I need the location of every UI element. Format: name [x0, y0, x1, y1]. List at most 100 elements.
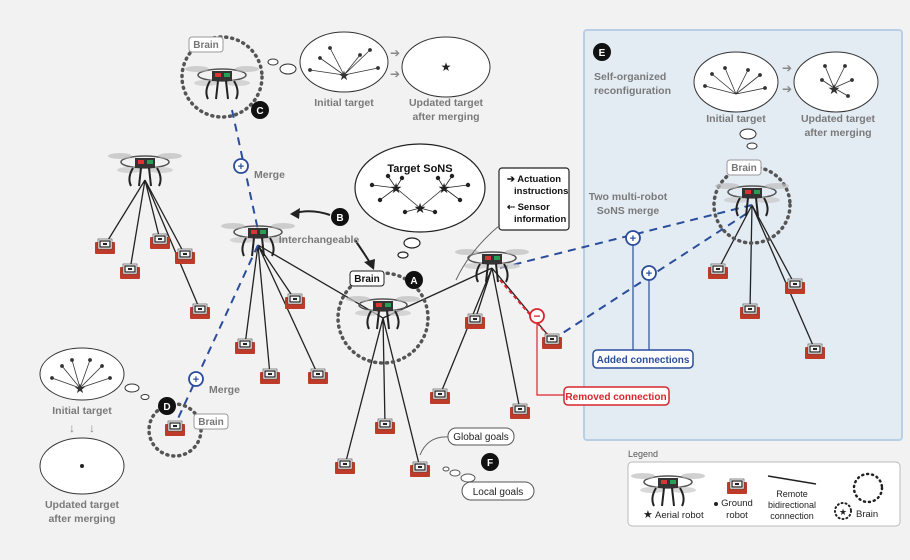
- legend-brain-small-circle-icon: [834, 502, 852, 520]
- svg-text:F: F: [487, 458, 493, 469]
- brain-label-c: Brain: [188, 36, 224, 53]
- svg-text:★: ★: [415, 203, 425, 215]
- merge-label-bottom: Merge: [209, 384, 240, 396]
- marker-e: E: [593, 43, 611, 61]
- self-organized-panel: [583, 29, 903, 441]
- svg-text:C: C: [256, 106, 263, 117]
- thought-bubble-e: [693, 51, 879, 150]
- two-multi-robot-label-2: SoNS merge: [597, 205, 660, 217]
- svg-text:+: +: [646, 268, 652, 280]
- arrow-d-1: ↓: [69, 421, 75, 435]
- svg-text:D: D: [163, 402, 170, 413]
- actuation-callout: [455, 224, 501, 281]
- legend-remote-label-2: bidirectional: [768, 500, 816, 510]
- removed-connection-box: Removed connection: [563, 386, 670, 406]
- merge-plus-top: +: [233, 158, 249, 174]
- added-connections-box: Added connections: [592, 349, 694, 369]
- initial-target-label-c: Initial target: [314, 97, 374, 109]
- legend-ground-robot-icon: [726, 478, 748, 495]
- actuation-sensor-box: ➔ Actuation instructions ⇠ Sensor inform…: [498, 167, 570, 231]
- svg-text:Added connections: Added connections: [597, 355, 690, 366]
- self-organized-label-2: reconfiguration: [594, 85, 671, 97]
- legend-remote-label-1: Remote: [776, 489, 808, 499]
- local-goals-box: Local goals: [461, 481, 535, 501]
- removed-connection-line: [499, 279, 553, 341]
- marker-a: A: [405, 271, 423, 289]
- legend-brain-circle-icon: [852, 472, 884, 504]
- svg-text:★: ★: [340, 71, 349, 82]
- interchangeable-arrowhead-1: [290, 208, 300, 219]
- svg-text:Brain: Brain: [198, 417, 224, 428]
- legend-brain-label: Brain: [856, 509, 878, 520]
- svg-text:Global goals: Global goals: [453, 432, 509, 443]
- arrow-d-2: ↓: [89, 421, 95, 435]
- global-goals-connector: [419, 436, 451, 456]
- two-multi-robot-label-1: Two multi-robot: [589, 191, 668, 203]
- merge-plus-bottom: +: [188, 371, 204, 387]
- svg-text:★: ★: [76, 384, 85, 395]
- svg-text:E: E: [599, 48, 606, 59]
- svg-text:−: −: [533, 309, 540, 323]
- marker-b: B: [331, 208, 349, 226]
- legend-aerial-star-icon: ★: [643, 509, 653, 521]
- svg-text:⇠ Sensor: ⇠ Sensor: [507, 202, 550, 213]
- svg-text:B: B: [336, 213, 343, 224]
- legend-remote-line: [767, 475, 817, 485]
- updated-target-label-e-1: Updated target: [801, 113, 876, 125]
- merge-label-top: Merge: [254, 169, 285, 181]
- removed-callout-line: [536, 318, 565, 396]
- global-goals-box: Global goals: [447, 427, 515, 446]
- legend-remote-label-3: connection: [770, 511, 814, 521]
- arrow-e-2: ➔: [782, 82, 792, 96]
- arrow-c-2: ➔: [390, 67, 400, 81]
- legend: Legend ★ Aerial robot Ground robot Remot…: [627, 449, 901, 527]
- svg-text:Brain: Brain: [354, 274, 380, 285]
- target-network-e-updated: ★: [820, 64, 854, 98]
- svg-text:information: information: [514, 214, 566, 225]
- marker-c: C: [251, 101, 269, 119]
- svg-text:+: +: [238, 161, 244, 173]
- updated-target-label-c-2: after merging: [412, 111, 479, 123]
- svg-text:Brain: Brain: [193, 40, 219, 51]
- local-goals-bubbles: [442, 466, 476, 483]
- marker-d: D: [158, 397, 176, 415]
- svg-text:instructions: instructions: [514, 186, 568, 197]
- svg-text:★: ★: [829, 84, 839, 96]
- svg-text:Local goals: Local goals: [473, 487, 524, 498]
- brain-label-d: Brain: [193, 413, 229, 430]
- marker-f: F: [481, 453, 499, 471]
- thought-bubble-d: [39, 347, 150, 495]
- merge-plus-right-2: +: [641, 265, 657, 281]
- svg-text:+: +: [193, 374, 199, 386]
- svg-text:➔ Actuation: ➔ Actuation: [507, 174, 561, 185]
- updated-target-label-d-2: after merging: [48, 513, 115, 525]
- svg-text:A: A: [410, 276, 417, 287]
- legend-ground-label-1: Ground: [721, 498, 753, 509]
- updated-target-label-d-1: Updated target: [45, 499, 120, 511]
- svg-text:+: +: [630, 233, 636, 245]
- initial-target-label-e: Initial target: [706, 113, 766, 125]
- updated-target-label-c-1: Updated target: [409, 97, 484, 109]
- self-organized-label-1: Self-organized: [594, 71, 666, 83]
- star-updated-c: ★: [441, 60, 452, 74]
- svg-text:★: ★: [391, 183, 401, 195]
- brain-label-a: Brain: [349, 270, 385, 287]
- svg-text:★: ★: [439, 183, 449, 195]
- initial-target-label-d: Initial target: [52, 405, 112, 417]
- target-sons-network: ★ ★ ★: [369, 173, 471, 215]
- removed-minus: −: [529, 308, 545, 324]
- legend-title: Legend: [628, 449, 658, 459]
- target-network-d: ★: [50, 358, 112, 395]
- legend-aerial-label: Aerial robot: [655, 510, 704, 521]
- updated-target-label-e-2: after merging: [804, 127, 871, 139]
- svg-text:Removed connection: Removed connection: [565, 392, 666, 403]
- target-network-e-initial: [703, 66, 767, 95]
- legend-ground-dot-icon: [714, 502, 718, 506]
- arrow-e-1: ➔: [782, 61, 792, 75]
- target-sons-title: Target SoNS: [387, 163, 452, 175]
- brain-label-right: Brain: [726, 159, 762, 176]
- thought-bubble-c: [267, 31, 491, 98]
- svg-text:Brain: Brain: [731, 163, 757, 174]
- interchangeable-arrowhead-2: [364, 259, 375, 270]
